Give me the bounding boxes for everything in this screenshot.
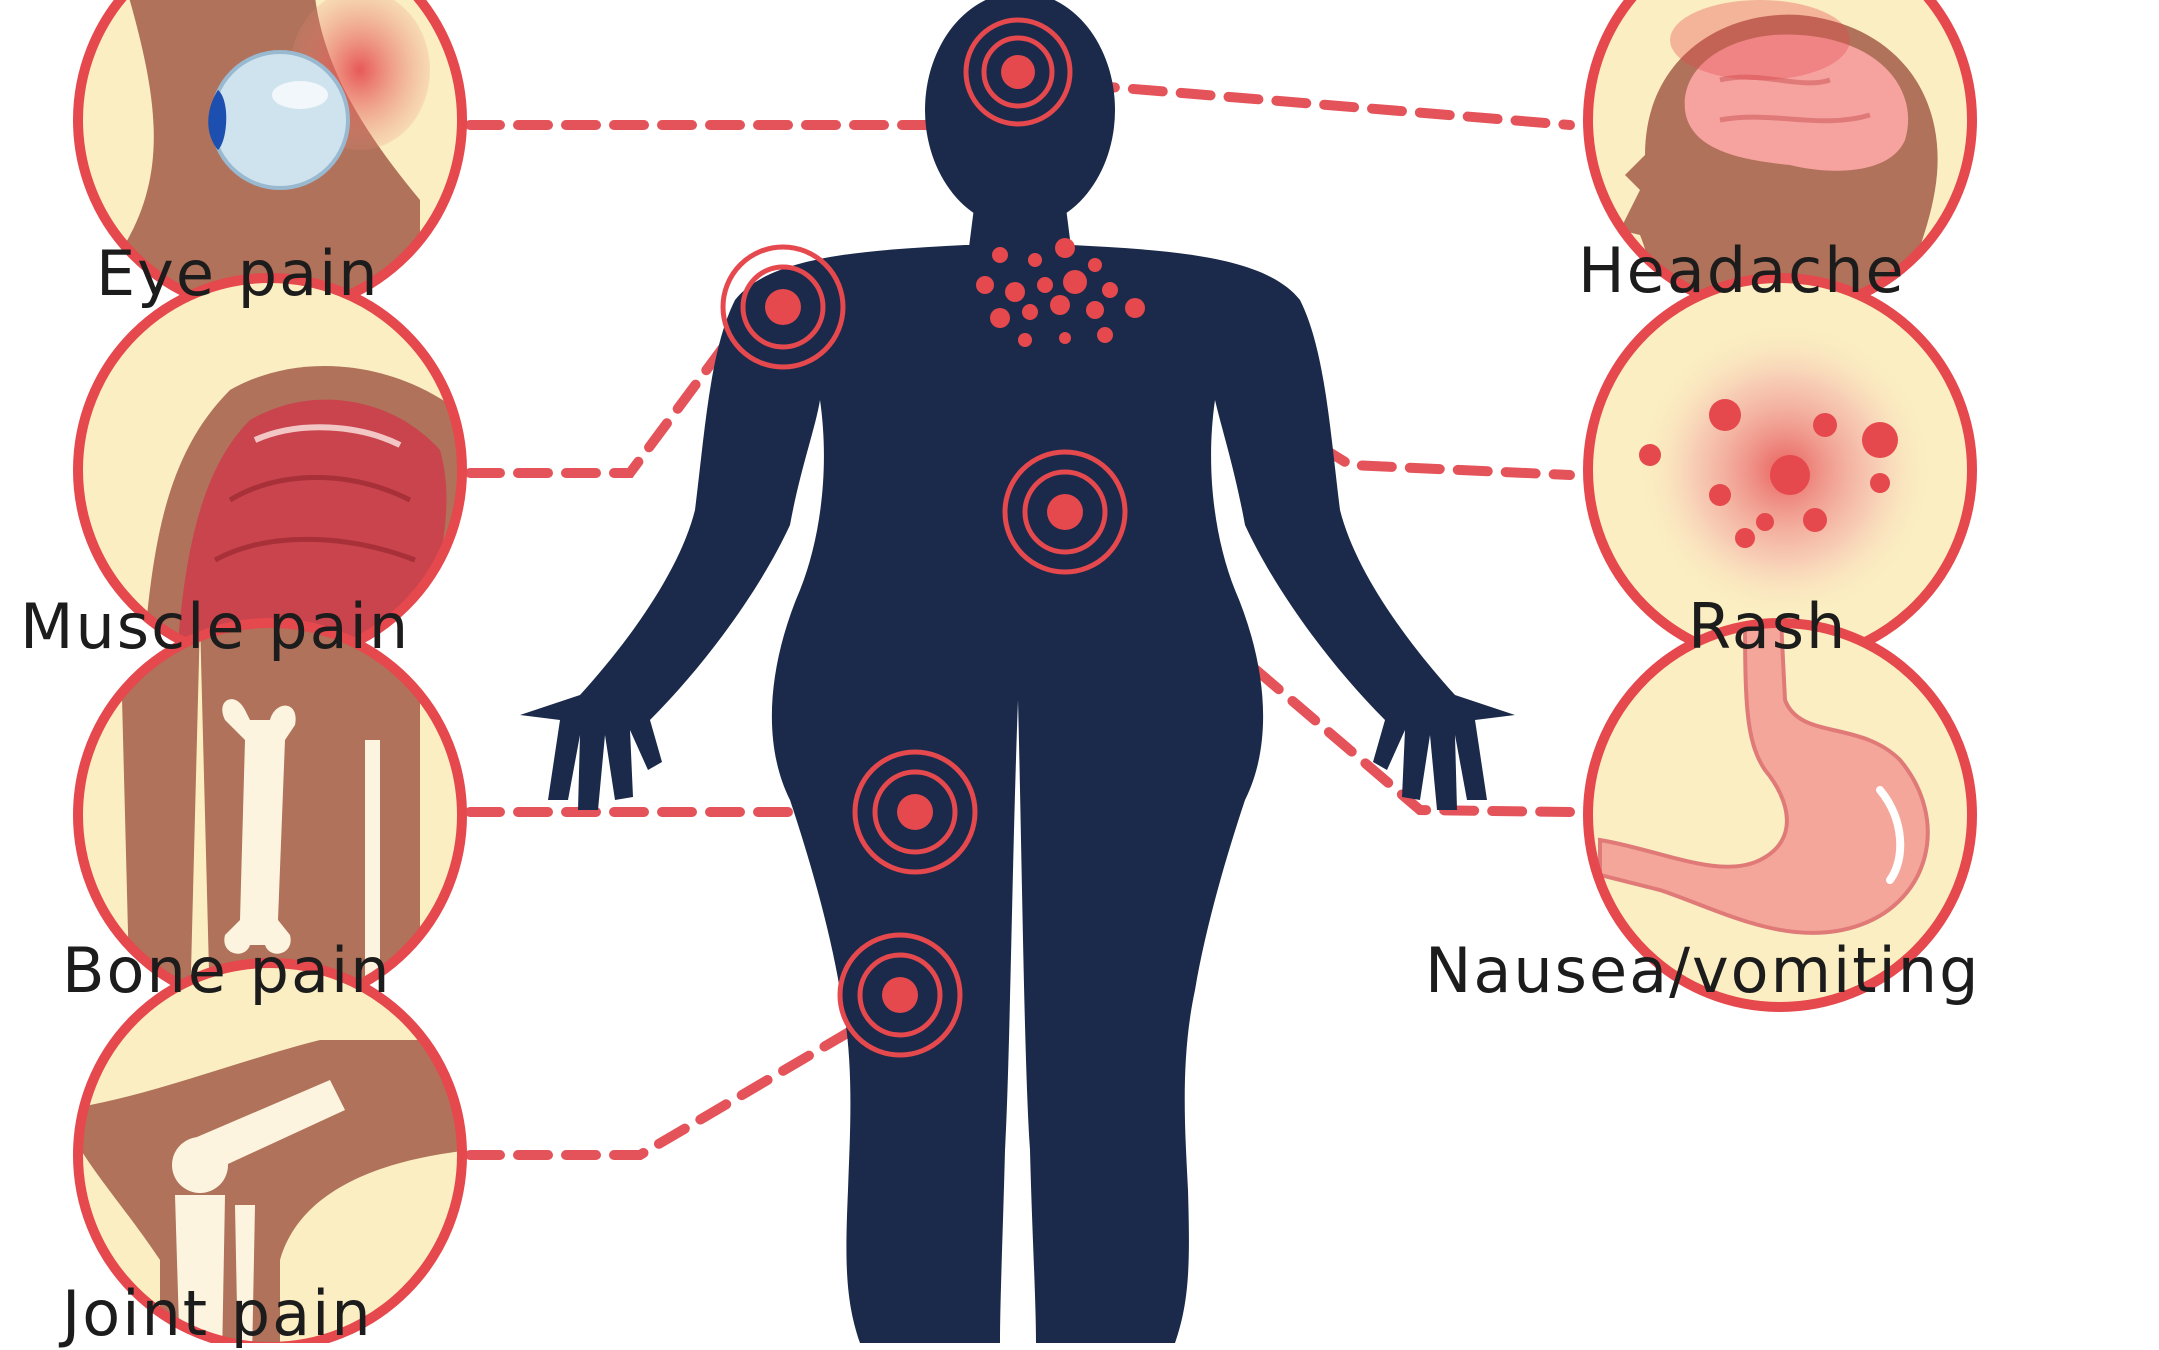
marker-shoulder [723,247,843,367]
connector-muscle [470,345,725,473]
marker-knee [840,935,960,1055]
marker-head [966,20,1070,124]
connector-headache [1085,85,1570,125]
label-headache: Headache [1578,240,1906,302]
label-joint-pain: Joint pain [62,1283,373,1345]
marker-abdomen [1005,452,1125,572]
label-nausea-vomiting: Nausea/vomiting [1425,940,1980,1002]
label-bone-pain: Bone pain [62,940,391,1002]
label-eye-pain: Eye pain [96,243,380,305]
label-rash: Rash [1688,596,1847,658]
marker-thigh [855,752,975,872]
label-muscle-pain: Muscle pain [20,596,410,658]
connector-joint [470,1005,895,1155]
